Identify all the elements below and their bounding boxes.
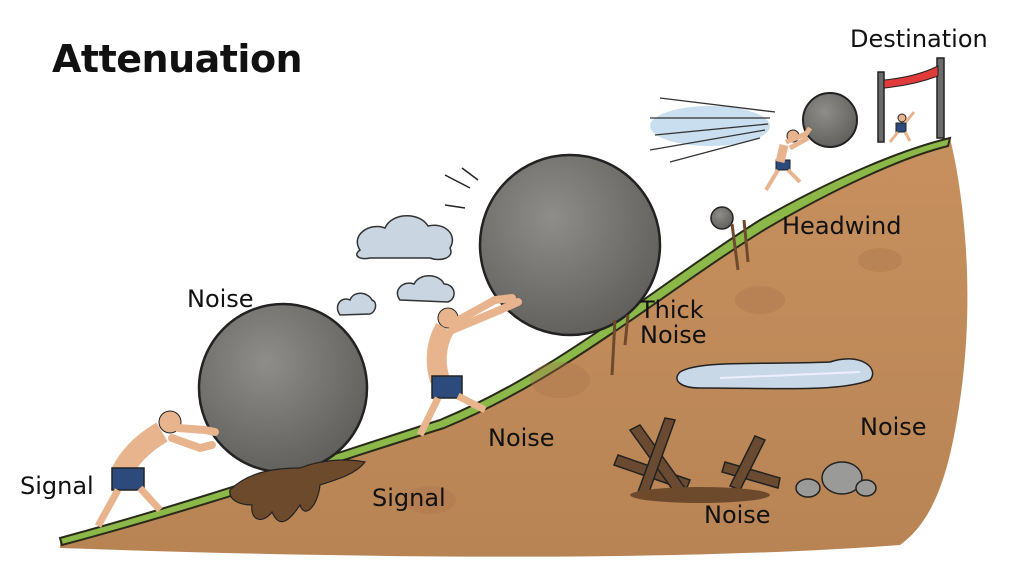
pusher-left (94, 410, 219, 528)
label-destination: Destination (850, 25, 988, 53)
label-thick-noise-line1: Thick (640, 296, 704, 324)
label-signal-lower: Signal (372, 484, 446, 512)
boulder-large (478, 153, 662, 337)
pusher-middle (416, 294, 522, 437)
stones (795, 461, 877, 498)
motion-lines (444, 167, 479, 209)
boulder-small (802, 92, 858, 148)
label-headwind: Headwind (782, 212, 902, 240)
pebble (710, 206, 734, 230)
finish-figure (888, 111, 916, 143)
mud-splash (229, 459, 367, 523)
label-noise-mid: Noise (488, 424, 555, 452)
log-barricades (613, 417, 781, 503)
boulder-left (197, 302, 369, 474)
label-thick-noise: Thick Noise (640, 296, 707, 350)
label-noise-bottom: Noise (704, 501, 771, 529)
pusher-top (764, 126, 813, 192)
air-streak (676, 358, 874, 390)
label-noise-right: Noise (860, 413, 927, 441)
drip-2 (610, 314, 630, 376)
drip (730, 219, 750, 271)
label-thick-noise-line2: Noise (640, 321, 707, 350)
destination-gate (877, 57, 945, 143)
label-noise-top-left: Noise (187, 285, 254, 313)
dirt-texture (404, 248, 902, 514)
page-title: Attenuation (52, 37, 303, 81)
clouds (336, 215, 455, 316)
headwind-gust (649, 97, 776, 163)
label-signal-left: Signal (20, 472, 94, 500)
